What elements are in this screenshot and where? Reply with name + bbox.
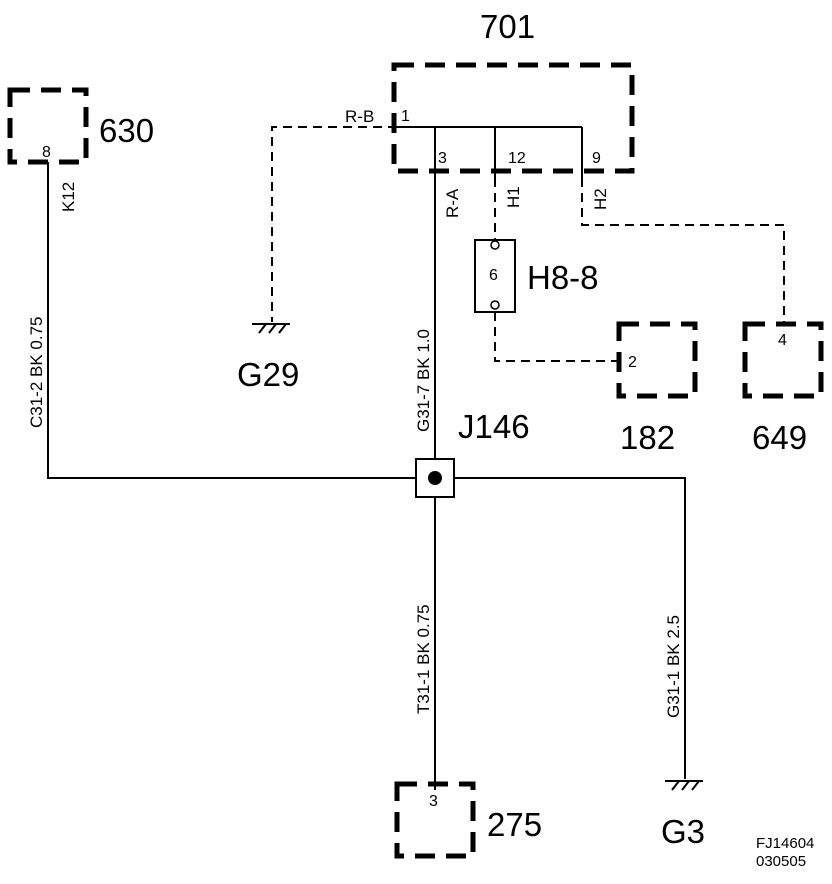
- terminal-bottom: [490, 300, 500, 310]
- component-701-label: 701: [480, 8, 535, 45]
- terminal-top: [490, 240, 500, 250]
- wire-label-r-a: R-A: [443, 188, 462, 218]
- wire-g31-1: [454, 477, 686, 779]
- figure-code: FJ14604: [756, 835, 814, 852]
- component-182-label: 182: [620, 419, 675, 456]
- splice-dot: [428, 471, 442, 485]
- wire-r-b: [271, 126, 397, 322]
- ground-g29-circuit: R-B G29: [237, 107, 397, 393]
- component-701-box: [391, 62, 635, 174]
- component-649-box: [742, 321, 824, 399]
- wire-label-k12: K12: [59, 182, 78, 212]
- splice-label-j146: J146: [458, 408, 530, 445]
- pin-275-3: 3: [429, 793, 438, 810]
- component-630: 630 8: [7, 87, 154, 165]
- pin-649-4: 4: [778, 332, 787, 349]
- component-h8-8-body: [474, 239, 516, 313]
- pin-h8-8-6: 6: [489, 267, 498, 284]
- component-275-box: [394, 781, 476, 859]
- wire-label-r-b: R-B: [345, 107, 374, 126]
- pin-701-3: 3: [438, 150, 447, 167]
- wire-h2: [581, 178, 785, 324]
- ground-label-g29: G29: [237, 356, 299, 393]
- wire-label-g31-7: G31-7 BK 1.0: [414, 329, 433, 432]
- component-701: 701 1 3 12 9: [391, 8, 635, 178]
- ground-label-g3: G3: [661, 813, 705, 850]
- pin-630-8: 8: [42, 144, 51, 161]
- component-182-box: [616, 321, 698, 399]
- component-275-label: 275: [487, 806, 542, 843]
- component-649-label: 649: [752, 419, 807, 456]
- wire-label-g31-1: G31-1 BK 2.5: [664, 615, 683, 718]
- ground-symbol-g3: [665, 780, 703, 791]
- pin-701-9: 9: [592, 150, 601, 167]
- ground-symbol-g29: [252, 323, 290, 334]
- component-h8-8-label: H8-8: [527, 259, 599, 296]
- pin-182-2: 2: [628, 354, 637, 371]
- component-182: 2 182: [616, 321, 698, 456]
- component-649: 4 649: [742, 321, 824, 456]
- wire-label-h2: H2: [591, 188, 610, 210]
- component-275: 3 275: [394, 781, 542, 859]
- wire-label-c31-2: C31-2 BK 0.75: [27, 316, 46, 428]
- wire-c31-2: [47, 162, 418, 479]
- component-h8-8: 6 H8-8: [474, 239, 599, 313]
- pin-701-12: 12: [508, 150, 526, 167]
- wire-label-h1: H1: [504, 186, 523, 208]
- splice-j146: J146: [415, 408, 530, 498]
- wire-h8-8-to-182: [494, 312, 619, 362]
- pin-701-1: 1: [401, 108, 410, 125]
- date-code: 030505: [756, 853, 806, 870]
- wire-label-t31-1: T31-1 BK 0.75: [414, 604, 433, 714]
- component-630-label: 630: [99, 112, 154, 149]
